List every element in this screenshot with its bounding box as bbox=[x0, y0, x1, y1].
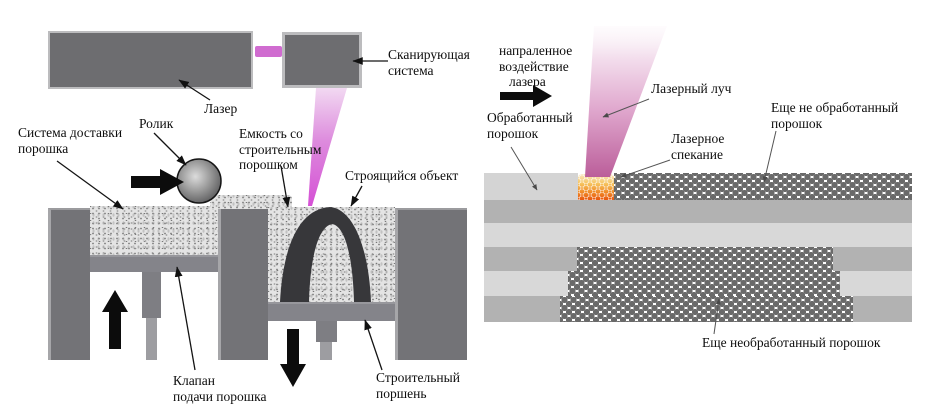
laser-beam-horizontal bbox=[255, 46, 282, 57]
piston-arrow-down bbox=[280, 329, 306, 387]
label-directed-action: напраленное воздействие лазера bbox=[499, 43, 572, 90]
label-line: лазера bbox=[509, 74, 546, 90]
leader-raw-powder-top bbox=[762, 130, 777, 183]
layer-stripe-2 bbox=[484, 223, 912, 247]
label-laser-sintering: Лазерное спекание bbox=[671, 131, 724, 162]
label-laser-beam: Лазерный луч bbox=[651, 81, 732, 96]
label-line: строительным bbox=[239, 141, 322, 157]
label-building-piston: Строительный поршень bbox=[376, 370, 460, 401]
label-powder-valve: Клапан подачи порошка bbox=[173, 373, 267, 404]
label-line: Система доставки bbox=[18, 125, 123, 140]
middle-wall bbox=[218, 207, 268, 360]
processed-powder-layer bbox=[484, 173, 578, 200]
leader-building-object bbox=[350, 185, 363, 207]
label-line: поршень bbox=[376, 385, 427, 401]
label-line: порошок bbox=[771, 115, 823, 131]
powder-ridge bbox=[210, 195, 292, 209]
leader-laser bbox=[178, 79, 211, 101]
leader-powder-valve bbox=[174, 266, 196, 371]
label-raw-powder-top: Еще не обработанный порошок bbox=[771, 100, 898, 131]
label-line: подачи порошка bbox=[173, 388, 267, 404]
label-line: Емкость со bbox=[239, 126, 303, 141]
leader-laser-sintering bbox=[620, 159, 671, 178]
leader-powder-container bbox=[280, 165, 291, 208]
sintering-spot bbox=[578, 174, 614, 200]
label-line: Строительный bbox=[376, 370, 460, 385]
raw-powder-block-row-1 bbox=[577, 247, 833, 271]
laser-unit-box bbox=[48, 31, 253, 89]
laser-cone bbox=[585, 26, 667, 177]
label-scanning-system: Сканирующая система bbox=[388, 47, 470, 78]
raw-powder-block-row-3 bbox=[560, 296, 853, 322]
built-arch-object bbox=[280, 207, 371, 302]
label-line: Клапан bbox=[173, 373, 215, 388]
label-line: порошок bbox=[487, 125, 539, 141]
label-line: Сканирующая bbox=[388, 47, 470, 62]
leader-laser-beam bbox=[602, 98, 650, 118]
label-line: напраленное bbox=[499, 43, 573, 58]
label-line: спекание bbox=[671, 146, 723, 162]
build-piston-rod-lower bbox=[320, 342, 332, 360]
leader-raw-powder-bottom bbox=[713, 298, 721, 335]
label-line: порошком bbox=[239, 157, 298, 173]
build-piston-plate bbox=[268, 302, 395, 321]
leader-building-piston bbox=[364, 319, 383, 371]
scan-direction-arrow bbox=[500, 85, 552, 107]
delivery-piston-plate bbox=[90, 255, 218, 272]
build-piston-rod bbox=[316, 321, 337, 342]
label-line: Обработанный bbox=[487, 110, 573, 125]
left-wall bbox=[48, 208, 90, 360]
delivery-powder-bed bbox=[90, 206, 218, 255]
label-raw-powder-bottom: Еще необработанный порошок bbox=[702, 335, 881, 350]
label-processed-powder: Обработанный порошок bbox=[487, 110, 573, 141]
delivery-piston-rod bbox=[142, 272, 161, 318]
leader-roller bbox=[153, 132, 187, 166]
label-line: воздействие bbox=[499, 58, 569, 74]
label-line: порошка bbox=[18, 140, 69, 156]
label-building-object: Строящийся объект bbox=[345, 168, 459, 183]
leader-processed-powder bbox=[510, 146, 538, 191]
label-line: Еще не обработанный bbox=[771, 100, 899, 115]
raw-powder-block-row-2 bbox=[568, 271, 840, 296]
scanning-system-box bbox=[282, 32, 362, 88]
right-wall bbox=[395, 208, 467, 360]
roller-sphere bbox=[176, 158, 222, 204]
laser-beam-vertical bbox=[308, 88, 347, 206]
piston-arrow-up bbox=[102, 290, 128, 349]
delivery-piston-rod-lower bbox=[146, 318, 157, 360]
label-powder-delivery: Система доставки порошка bbox=[18, 125, 122, 156]
leader-powder-delivery bbox=[56, 160, 124, 210]
layer-stripe-1 bbox=[484, 200, 912, 223]
label-line: Лазерное bbox=[671, 131, 725, 146]
label-laser: Лазер bbox=[204, 101, 238, 116]
feed-arrow-right bbox=[131, 169, 184, 195]
label-line: система bbox=[388, 62, 434, 78]
label-roller: Ролик bbox=[139, 116, 174, 131]
label-powder-container: Емкость со строительным порошком bbox=[239, 126, 321, 173]
